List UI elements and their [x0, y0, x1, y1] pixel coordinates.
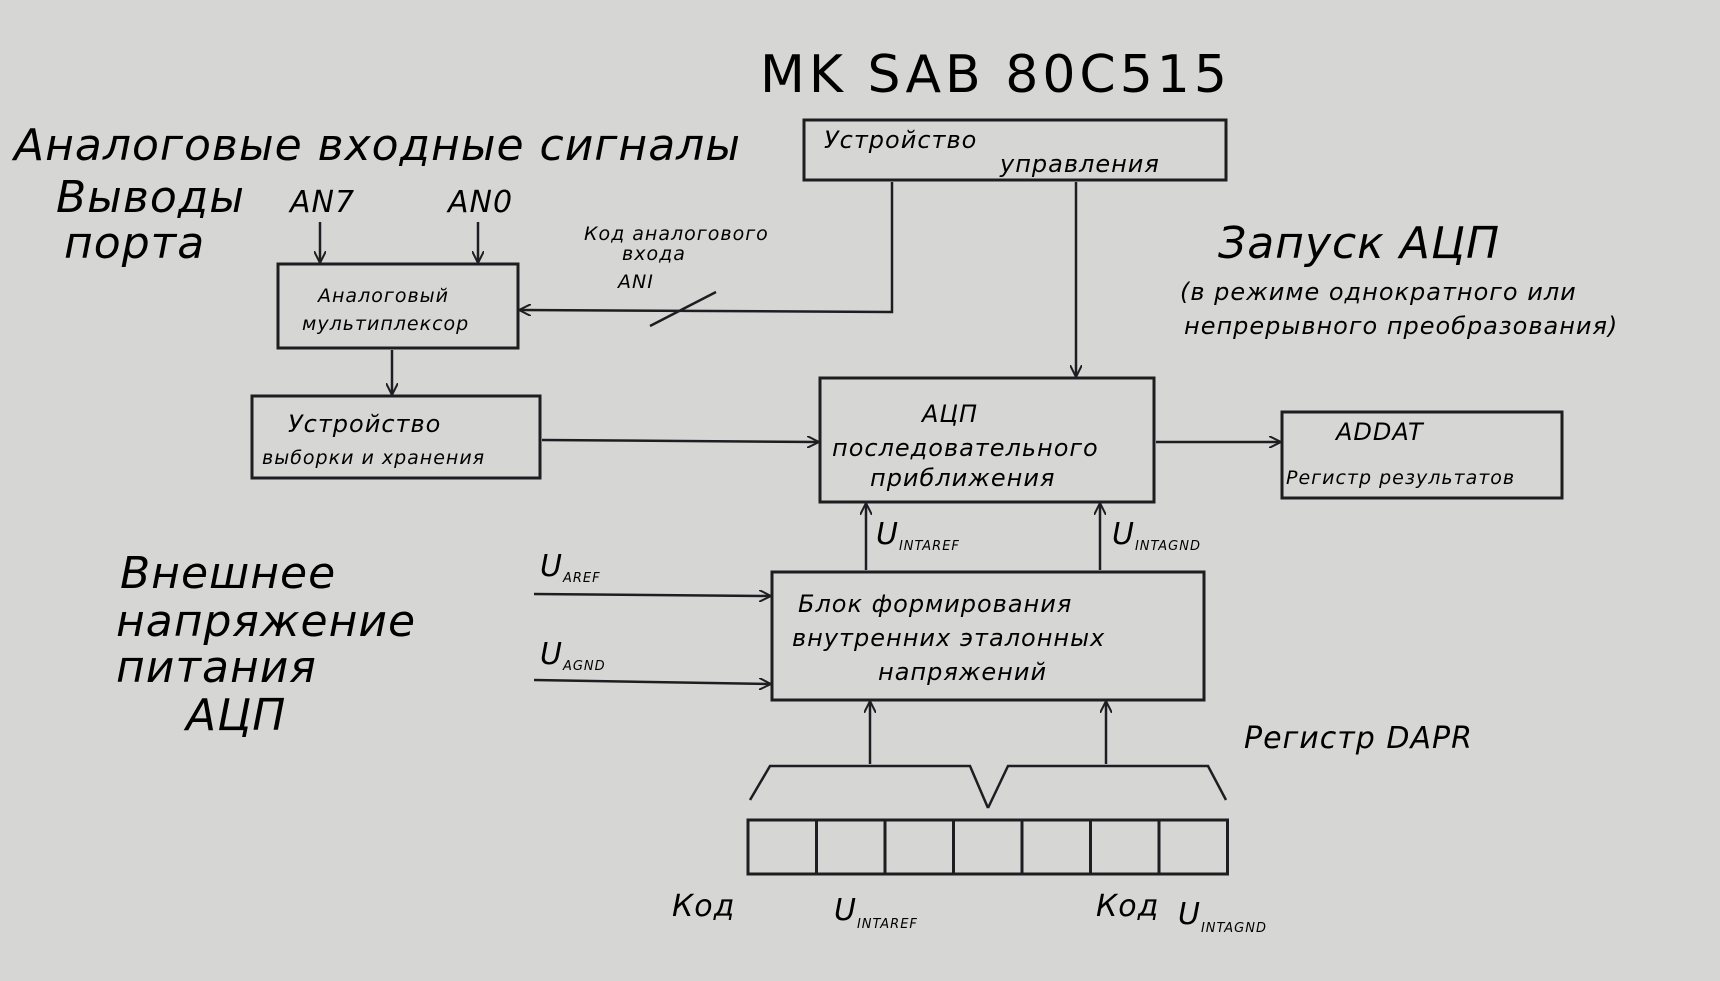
code-label-3: ANI	[616, 271, 654, 293]
dapr-register-cell	[1089, 818, 1161, 876]
port-pins-label-2: порта	[64, 218, 205, 269]
start-mode-label-1: (в режиме однократного или	[1180, 278, 1577, 306]
port-pins-label-1: Выводы	[56, 172, 245, 223]
sh-to-adc-arrow	[541, 440, 818, 442]
dapr-register-label: Регистр DAPR	[1244, 721, 1473, 756]
mux-label-2: мультиплексор	[302, 313, 469, 335]
ext-voltage-label-4: АЦП	[183, 690, 286, 741]
bottom-code-left: Код	[672, 889, 735, 924]
diagram-title: MK SAB 80C515	[760, 45, 1231, 105]
sample-hold-label-2: выборки и хранения	[262, 447, 485, 469]
reference-block-box	[770, 570, 1206, 702]
bottom-code-right: Код	[1096, 889, 1159, 924]
an7-label: AN7	[288, 185, 355, 220]
an0-label: AN0	[446, 185, 513, 220]
adc-label-1: АЦП	[920, 400, 978, 428]
dapr-register-cells	[746, 818, 1229, 876]
reference-block-label-3: напряжений	[878, 658, 1047, 686]
start-adc-label: Запуск АЦП	[1218, 218, 1500, 269]
bottom-u-left: UINTAREF	[834, 893, 918, 932]
uagnd-arrow	[533, 680, 770, 684]
mux-label-1: Аналоговый	[316, 285, 449, 307]
right-brace	[986, 764, 1228, 809]
adc-label-3: приближения	[870, 464, 1055, 492]
code-label-1: Код аналогового	[584, 223, 769, 245]
ext-voltage-label-2: напряжение	[116, 596, 416, 647]
control-unit-box	[802, 118, 1228, 182]
uagnd-label: UAGND	[540, 637, 606, 674]
dapr-register-cell	[952, 818, 1024, 876]
left-brace	[748, 764, 990, 809]
code-label-2: входа	[622, 243, 686, 265]
uintagnd-label: UINTAGND	[1112, 517, 1201, 554]
addat-box	[1280, 410, 1564, 500]
control-to-mux-wire	[520, 182, 894, 312]
dapr-register-cell	[883, 818, 955, 876]
adc-label-2: последовательного	[832, 434, 1099, 462]
uintaref-label: UINTAREF	[876, 517, 960, 554]
ext-voltage-label-1: Внешнее	[120, 548, 336, 599]
addat-label-1: ADDAT	[1334, 418, 1425, 446]
start-mode-label-2: непрерывного преобразования)	[1184, 312, 1618, 340]
ext-voltage-label-3: питания	[116, 642, 317, 693]
dapr-register-cell	[815, 818, 887, 876]
control-unit-label-1: Устройство	[824, 126, 977, 154]
adc-box	[818, 376, 1156, 504]
dapr-register-cell	[746, 818, 818, 876]
reference-block-label-1: Блок формирования	[798, 590, 1072, 618]
sample-hold-box	[250, 394, 542, 480]
bus-slash	[649, 290, 717, 328]
control-unit-label-2: управления	[999, 150, 1160, 178]
uaref-arrow	[533, 594, 770, 596]
sample-hold-label-1: Устройство	[288, 410, 441, 438]
bottom-u-right: UINTAGND	[1178, 897, 1267, 936]
analog-inputs-heading: Аналоговые входные сигналы	[11, 120, 741, 171]
dapr-register-cell	[1020, 818, 1092, 876]
reference-block-label-2: внутренних эталонных	[792, 624, 1105, 652]
mux-box	[276, 262, 520, 350]
dapr-register-cell	[1157, 818, 1229, 876]
uaref-label: UAREF	[540, 549, 601, 586]
addat-label-2: Регистр результатов	[1286, 467, 1515, 489]
